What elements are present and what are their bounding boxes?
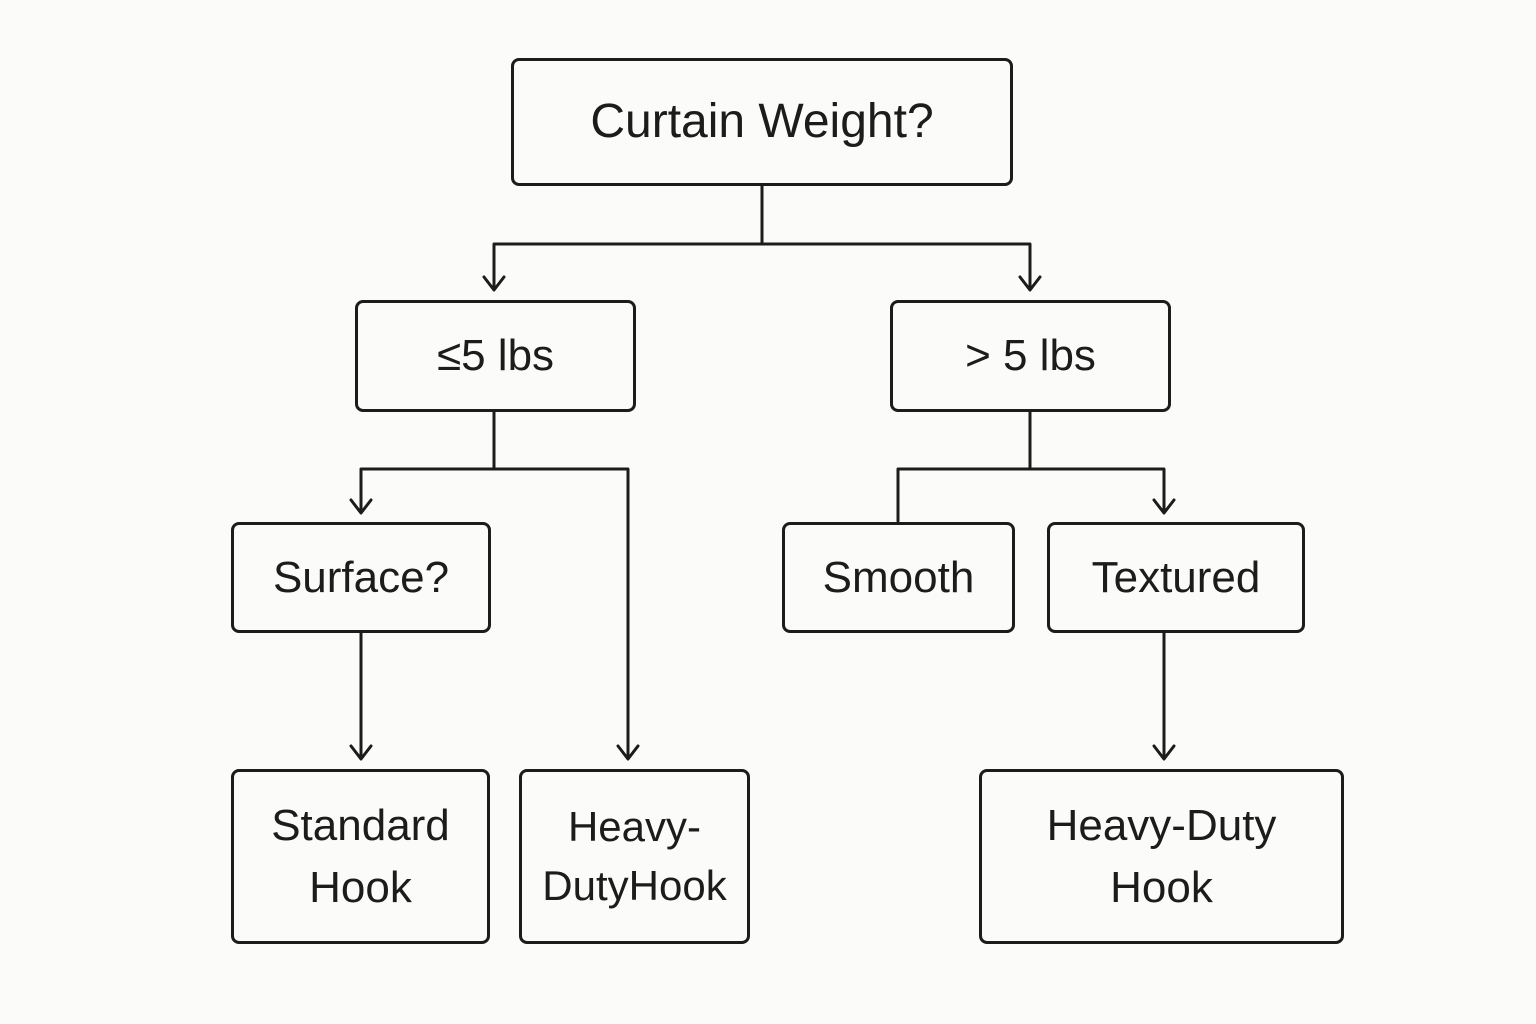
node-standard-hook: Standard Hook [231, 769, 490, 944]
connector-root-to-light [492, 184, 764, 291]
node-light-label: ≤5 lbs [436, 331, 555, 381]
node-smooth-label: Smooth [822, 552, 975, 602]
node-curtain-weight-label: Curtain Weight? [590, 95, 934, 149]
node-textured: Textured [1047, 522, 1305, 633]
node-heavy-duty-hook-right: Heavy-Duty Hook [979, 769, 1344, 944]
arrowhead-surface [349, 498, 373, 515]
arrowhead-textured [1152, 498, 1176, 515]
node-heavy: > 5 lbs [890, 300, 1171, 412]
node-standard-hook-label: Standard Hook [271, 800, 450, 912]
arrowhead-light [482, 275, 506, 292]
node-heavy-duty-hook-left: Heavy- DutyHook [519, 769, 750, 944]
node-heavy-label: > 5 lbs [965, 331, 1096, 381]
connector-light-to-heavy-duty-left [492, 467, 630, 760]
node-light: ≤5 lbs [355, 300, 636, 412]
arrowhead-heavy-duty-left [616, 744, 640, 761]
node-textured-label: Textured [1091, 552, 1261, 602]
node-heavy-duty-hook-left-label: Heavy- DutyHook [542, 802, 727, 909]
connector-light-to-surface [359, 410, 496, 514]
node-smooth: Smooth [782, 522, 1015, 633]
node-surface: Surface? [231, 522, 491, 633]
arrowhead-heavy [1018, 275, 1042, 292]
connector-heavy-to-smooth [896, 410, 1032, 523]
connector-root-to-heavy [760, 242, 1032, 291]
node-heavy-duty-hook-right-label: Heavy-Duty Hook [1046, 800, 1277, 912]
node-curtain-weight: Curtain Weight? [511, 58, 1013, 186]
connector-heavy-to-textured [1028, 467, 1166, 514]
arrowhead-heavy-duty-right [1152, 744, 1176, 761]
arrowhead-standard [349, 744, 373, 761]
node-surface-label: Surface? [272, 552, 450, 602]
